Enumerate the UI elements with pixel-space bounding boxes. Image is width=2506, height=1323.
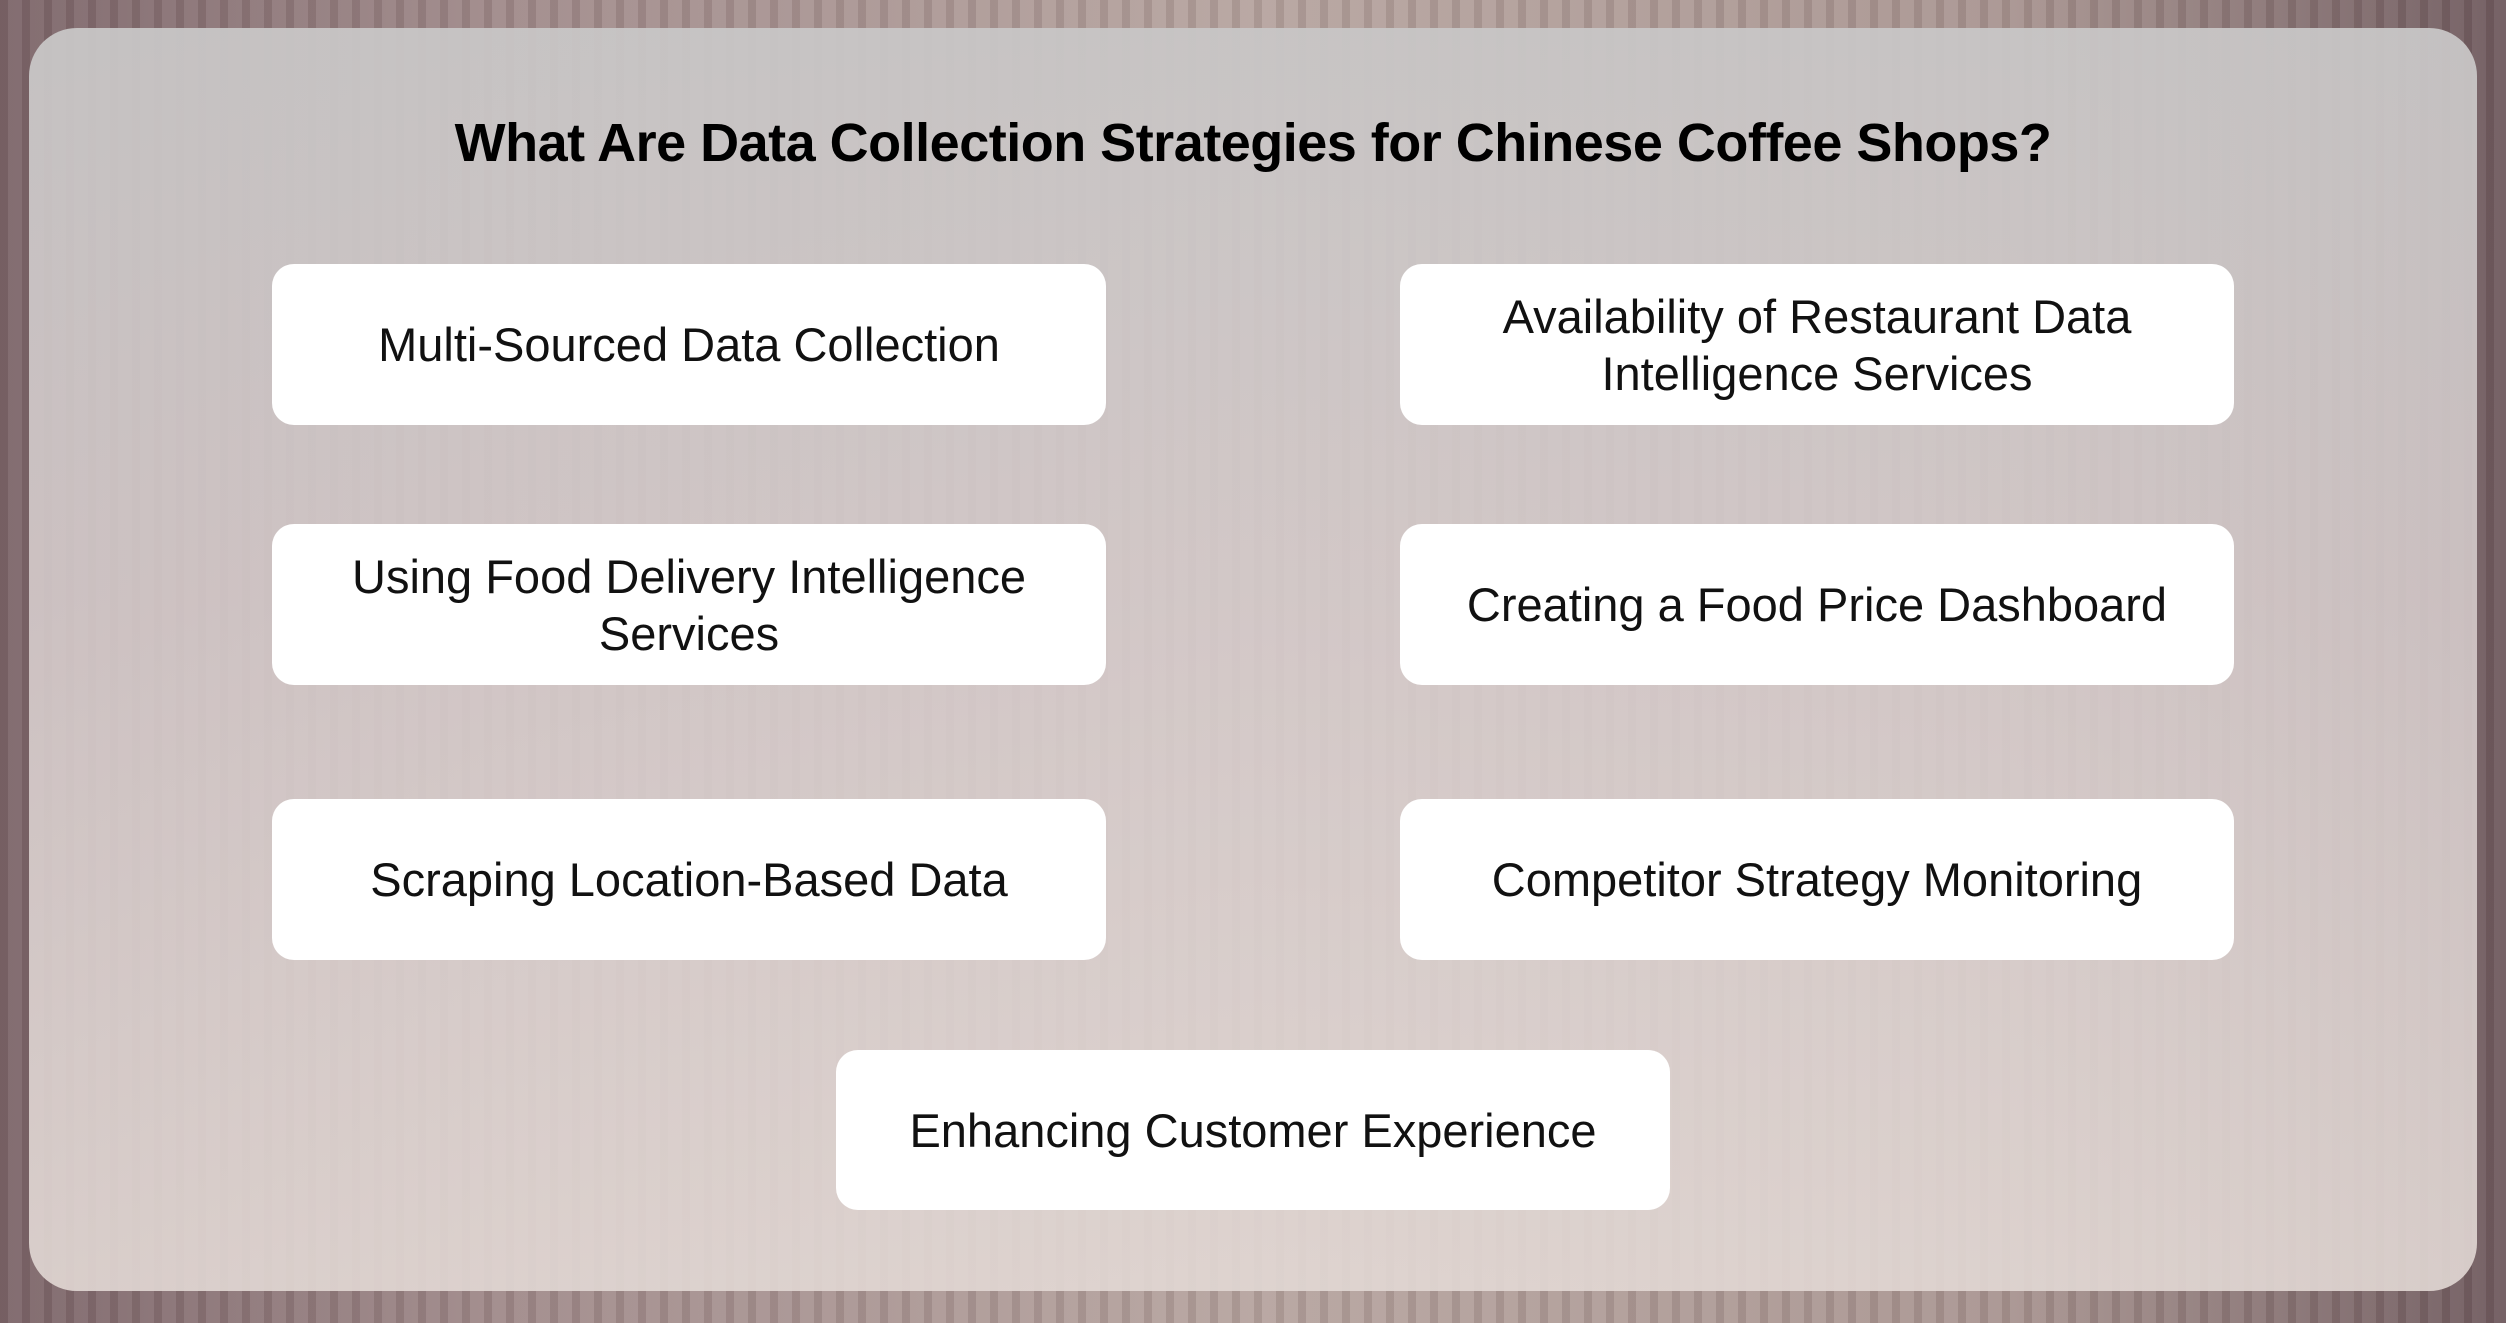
strategy-label: Multi-Sourced Data Collection	[378, 318, 1000, 371]
strategy-label: Enhancing Customer Experience	[909, 1103, 1597, 1157]
strategy-card: Enhancing Customer Experience	[836, 1050, 1670, 1210]
strategy-label: Scraping Location-Based Data	[370, 853, 1008, 906]
strategy-card: Competitor Strategy Monitoring	[1400, 799, 2234, 960]
strategy-card: Multi-Sourced Data Collection	[272, 264, 1106, 425]
strategy-card: Availability of Restaurant Data Intellig…	[1400, 264, 2234, 425]
page-title: What Are Data Collection Strategies for …	[454, 113, 2052, 173]
strategy-card: Scraping Location-Based Data	[272, 799, 1106, 960]
strategy-label: Creating a Food Price Dashboard	[1466, 578, 2168, 631]
strategy-label: Using Food Delivery Intelligence Service…	[352, 549, 1026, 660]
strategy-card: Creating a Food Price Dashboard	[1400, 524, 2234, 685]
strategy-label: Availability of Restaurant Data Intellig…	[1502, 289, 2132, 400]
strategy-card: Using Food Delivery Intelligence Service…	[272, 524, 1106, 685]
strategy-label: Competitor Strategy Monitoring	[1491, 853, 2143, 906]
